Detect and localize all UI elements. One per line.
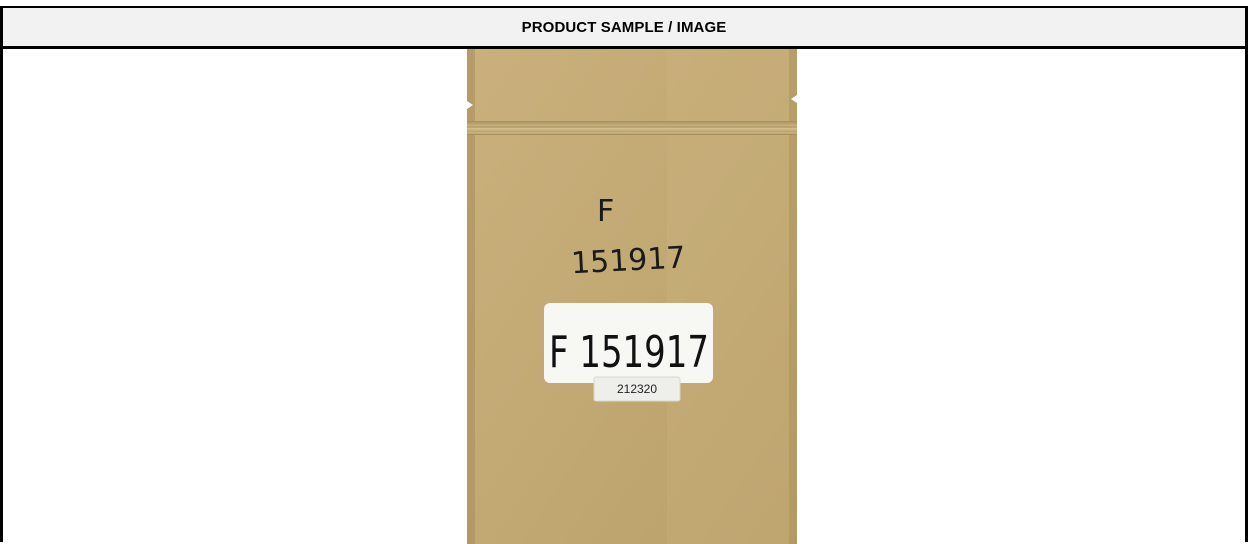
handwritten-number: 151917 <box>570 240 686 281</box>
product-sample-table: PRODUCT SAMPLE / IMAGE <box>0 6 1248 544</box>
tear-notch-right <box>791 95 797 103</box>
barcode-sticker <box>593 376 681 402</box>
product-photo: F 151917 F 151917 212320 <box>467 49 797 544</box>
zipper-seal <box>467 121 797 135</box>
tear-notch-left <box>467 101 473 109</box>
image-cell: F 151917 F 151917 212320 <box>3 49 1245 544</box>
sample-label <box>544 303 713 383</box>
section-header-title: PRODUCT SAMPLE / IMAGE <box>521 18 727 36</box>
barcode-sticker-number: 212320 <box>617 382 657 396</box>
section-header: PRODUCT SAMPLE / IMAGE <box>3 8 1245 49</box>
label-handwriting: F 151917 <box>549 327 709 378</box>
handwritten-letter: F <box>597 194 614 229</box>
kraft-bag-image: F 151917 F 151917 212320 <box>467 49 797 544</box>
